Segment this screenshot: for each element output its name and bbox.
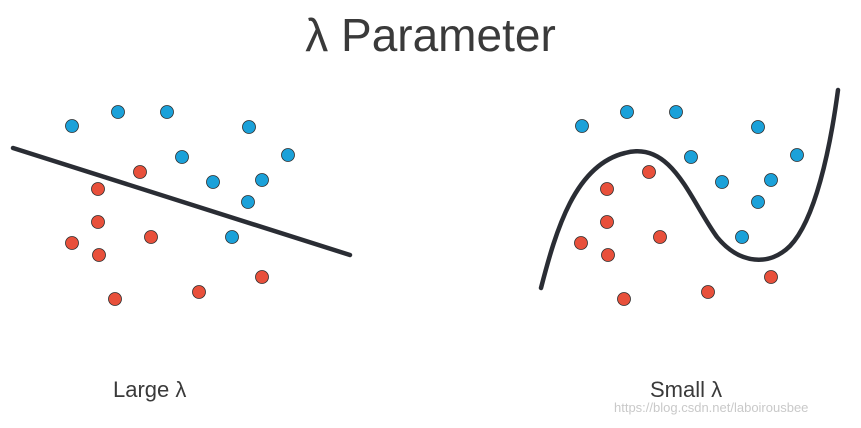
linear-decision-boundary	[10, 145, 353, 258]
red-point	[701, 285, 715, 299]
blue-point	[206, 175, 220, 189]
blue-point	[575, 119, 589, 133]
blue-point	[242, 120, 256, 134]
red-point	[91, 215, 105, 229]
red-point	[653, 230, 667, 244]
blue-point	[255, 173, 269, 187]
blue-point	[65, 119, 79, 133]
blue-point	[684, 150, 698, 164]
blue-point	[715, 175, 729, 189]
red-point	[617, 292, 631, 306]
red-point	[108, 292, 122, 306]
blue-point	[281, 148, 295, 162]
watermark: https://blog.csdn.net/laboirousbee	[614, 400, 809, 415]
red-point	[65, 236, 79, 250]
small-lambda-caption: Small λ	[650, 377, 723, 402]
red-point	[92, 248, 106, 262]
red-point	[255, 270, 269, 284]
blue-point	[735, 230, 749, 244]
blue-point	[751, 120, 765, 134]
large-lambda-caption: Large λ	[113, 377, 187, 402]
red-point	[133, 165, 147, 179]
blue-point	[175, 150, 189, 164]
red-point	[91, 182, 105, 196]
blue-point	[241, 195, 255, 209]
red-point	[601, 248, 615, 262]
page-title: λ Parameter	[305, 9, 556, 61]
blue-point	[669, 105, 683, 119]
blue-point	[225, 230, 239, 244]
curved-decision-boundary	[538, 87, 841, 291]
large-lambda-panel	[10, 105, 353, 306]
red-point	[642, 165, 656, 179]
blue-point	[160, 105, 174, 119]
blue-point	[751, 195, 765, 209]
blue-point	[764, 173, 778, 187]
red-point	[144, 230, 158, 244]
blue-point	[790, 148, 804, 162]
small-lambda-panel	[538, 87, 841, 306]
red-point	[764, 270, 778, 284]
red-point	[600, 182, 614, 196]
red-point	[192, 285, 206, 299]
red-point	[600, 215, 614, 229]
blue-point	[620, 105, 634, 119]
blue-point	[111, 105, 125, 119]
red-point	[574, 236, 588, 250]
